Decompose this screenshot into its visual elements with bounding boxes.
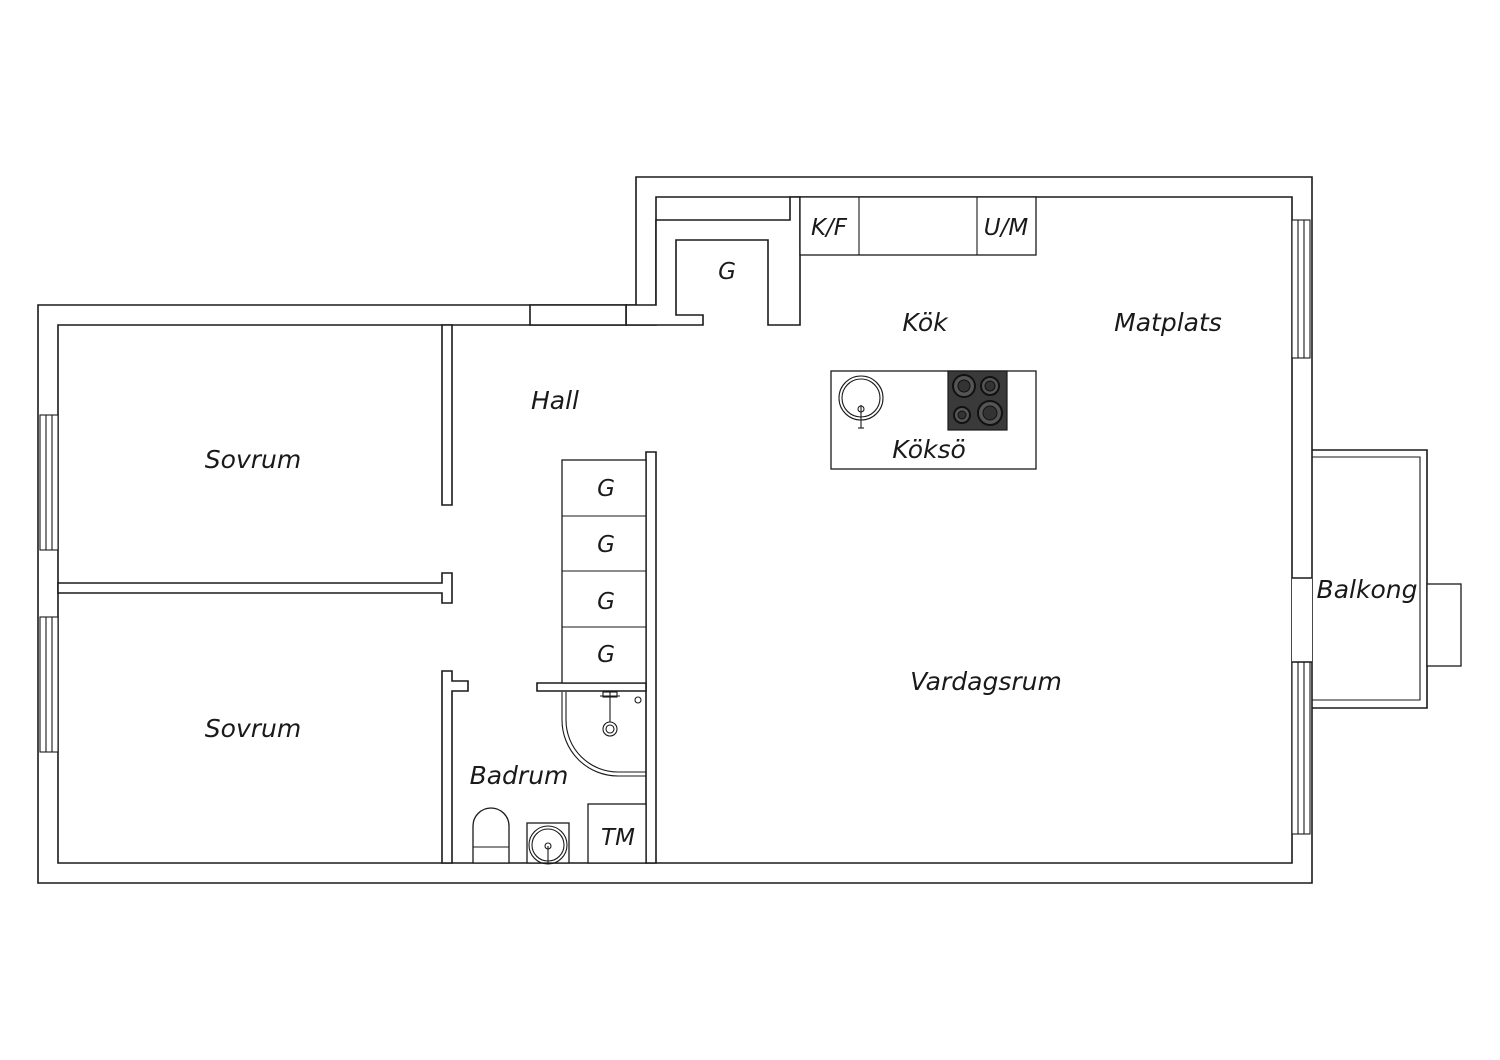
toilet-icon xyxy=(472,807,510,864)
balcony-inner xyxy=(1312,456,1421,701)
window-bedroom2 xyxy=(39,616,59,753)
windows xyxy=(39,219,1311,835)
hall-wardrobes xyxy=(561,459,647,684)
label-fridge-freezer: K/F xyxy=(811,215,848,241)
kitchen-island xyxy=(830,370,1037,470)
balcony-outline xyxy=(1312,449,1428,709)
wall-hall-top xyxy=(529,304,627,326)
wall-between-bedrooms xyxy=(57,572,453,604)
balcony xyxy=(1292,449,1462,709)
room-labels: Sovrum Sovrum Hall Kök Matplats Köksö Va… xyxy=(205,308,1418,790)
label-balkong: Balkong xyxy=(1317,575,1418,604)
wall-bath-top xyxy=(536,682,647,692)
kitchen-counter xyxy=(799,196,1037,256)
label-wardrobe-hall-3: G xyxy=(597,589,615,615)
label-badrum: Badrum xyxy=(470,761,569,790)
label-vardagsrum: Vardagsrum xyxy=(910,667,1062,696)
label-koksö: Köksö xyxy=(892,435,966,464)
label-wardrobe-hall-1: G xyxy=(597,476,615,502)
label-matplats: Matplats xyxy=(1114,308,1222,337)
wall-kitchen-wardrobe xyxy=(625,196,801,326)
bathroom-fixtures xyxy=(472,691,647,865)
label-sovrum-top: Sovrum xyxy=(205,445,301,474)
wall-bedroom1-hall xyxy=(441,324,453,506)
window-dining xyxy=(1291,219,1311,359)
window-bedroom1 xyxy=(39,414,59,551)
balcony-door-gap xyxy=(1292,578,1312,662)
wall-bedroom2-hall xyxy=(441,670,469,864)
wall-bath-living xyxy=(645,451,657,864)
shower-icon xyxy=(561,691,646,777)
label-wardrobe-hall-2: G xyxy=(597,532,615,558)
label-hall: Hall xyxy=(531,386,579,415)
balcony-step xyxy=(1426,583,1462,667)
washing-machine xyxy=(587,803,647,864)
stovetop-icon xyxy=(947,370,1008,431)
washbasin-icon xyxy=(526,822,570,865)
interior-walls xyxy=(57,196,801,864)
label-washing-machine: TM xyxy=(601,825,635,851)
label-oven-microwave: U/M xyxy=(984,215,1029,241)
fixture-labels: G G G G G K/F U/M TM xyxy=(597,215,1028,851)
label-wardrobe-kitchen: G xyxy=(718,259,736,285)
sink-icon xyxy=(838,375,884,429)
label-kok: Kök xyxy=(902,308,949,337)
label-sovrum-bottom: Sovrum xyxy=(205,714,301,743)
label-wardrobe-hall-4: G xyxy=(597,642,615,668)
window-living xyxy=(1291,661,1311,835)
